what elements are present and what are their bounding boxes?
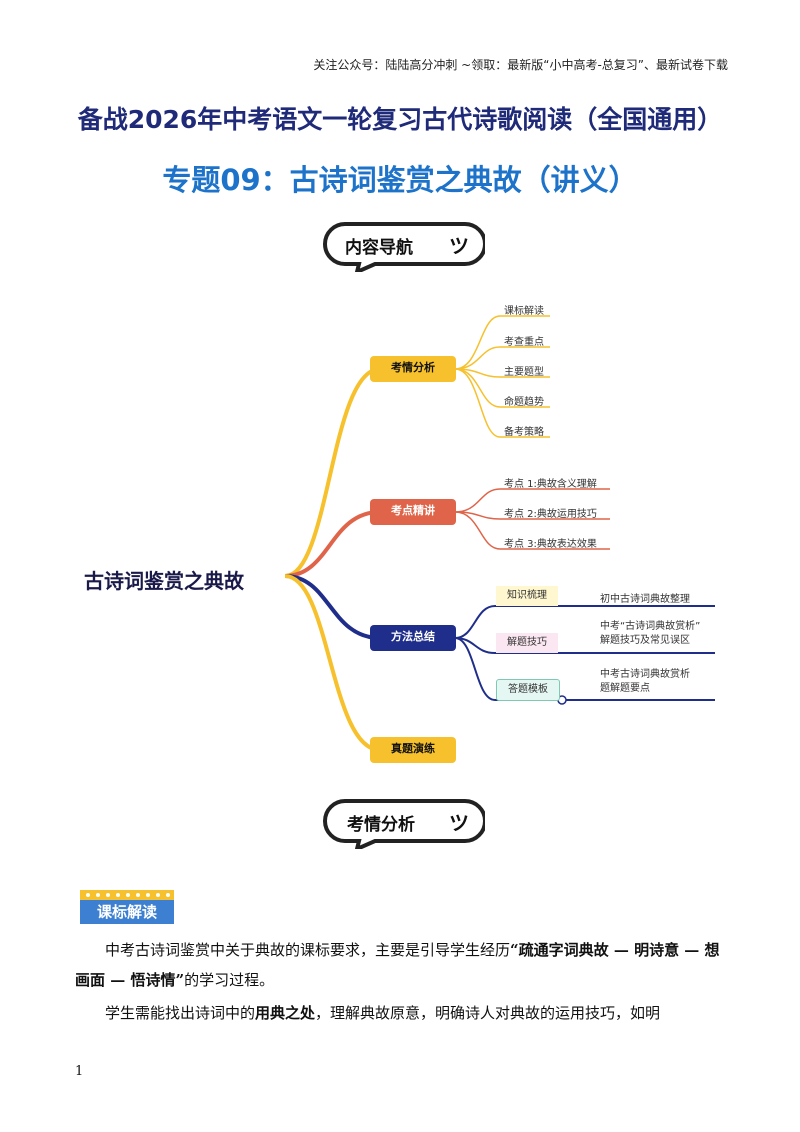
spark-icon: ツ bbox=[449, 234, 469, 258]
banner-label: 考情分析 bbox=[347, 815, 415, 835]
node-exam-focus: 考查重点 bbox=[504, 337, 544, 348]
node-point-3: 考点 3:典故表达效果 bbox=[504, 539, 597, 550]
paragraph-1: 中考古诗词鉴赏中关于典故的课标要求，主要是引导学生经历“疏通字词典故 — 明诗意… bbox=[75, 935, 725, 995]
mind-map-connectors bbox=[284, 315, 715, 752]
banner-shape bbox=[323, 799, 487, 853]
tag-techniques: 解题技巧 bbox=[496, 633, 558, 653]
document-title: 备战2026年中考语文一轮复习古代诗歌阅读（全国通用） bbox=[77, 105, 723, 134]
para1-text: 中考古诗词鉴赏中关于典故的课标要求，主要是引导学生经历 bbox=[105, 941, 511, 959]
spark-icon: ツ bbox=[449, 811, 469, 835]
node-point-2: 考点 2:典故运用技巧 bbox=[504, 509, 597, 520]
node-point-1: 考点 1:典故含义理解 bbox=[504, 479, 597, 490]
node-curriculum-reading: 课标解读 bbox=[504, 306, 544, 317]
branch-method-summary: 方法总结 bbox=[370, 625, 456, 651]
tag-knowledge: 知识梳理 bbox=[496, 586, 558, 606]
mind-map-central-topic: 古诗词鉴赏之典故 bbox=[84, 569, 244, 593]
node-template-text: 中考古诗词典故赏析 题解题要点 bbox=[600, 669, 690, 694]
para1-emphasis: “疏通字词典故 — 明诗意 — 想画面 — 悟诗情” bbox=[75, 941, 720, 989]
para1-text-end: 的学习过程。 bbox=[184, 971, 275, 989]
mind-map: 古诗词鉴赏之典故 考情分析 考点精讲 方法总结 真题演练 课标解读 考查重点 主… bbox=[0, 290, 800, 780]
node-strategy: 备考策略 bbox=[504, 427, 544, 438]
tag-answer-template: 答题模板 bbox=[496, 679, 560, 701]
section-tag-bg bbox=[80, 890, 174, 924]
banner-shape bbox=[323, 222, 487, 276]
para2-emphasis: 用典之处 bbox=[255, 1004, 316, 1022]
branch-real-exam-practice: 真题演练 bbox=[370, 737, 456, 763]
page-number: 1 bbox=[75, 1064, 84, 1079]
node-trends: 命题趋势 bbox=[504, 397, 544, 408]
node-knowledge-text: 初中古诗词典故整理 bbox=[600, 594, 690, 605]
node-techniques-text: 中考“古诗词典故赏析” 解题技巧及常见误区 bbox=[600, 621, 701, 646]
header-note: 关注公众号：陆陆高分冲刺 ~领取：最新版“小中高考-总复习”、最新试卷下载 bbox=[313, 58, 728, 72]
document-subtitle: 专题09：古诗词鉴赏之典故（讲义） bbox=[162, 163, 638, 197]
paragraph-2: 学生需能找出诗词中的用典之处，理解典故原意，明确诗人对典故的运用技巧，如明 bbox=[75, 998, 725, 1028]
content-nav-banner: 内容导航 ツ bbox=[315, 220, 487, 276]
para2-text-end: ，理解典故原意，明确诗人对典故的运用技巧，如明 bbox=[315, 1004, 661, 1022]
section-tag-label: 课标解读 bbox=[96, 903, 157, 921]
node-question-types: 主要题型 bbox=[504, 367, 544, 378]
branch-key-points: 考点精讲 bbox=[370, 499, 456, 525]
banner-label: 内容导航 bbox=[345, 238, 413, 258]
section-tag: 课标解读 bbox=[80, 890, 174, 924]
exam-analysis-banner: 考情分析 ツ bbox=[315, 797, 487, 853]
branch-exam-analysis: 考情分析 bbox=[370, 356, 456, 382]
para2-text: 学生需能找出诗词中的 bbox=[105, 1004, 256, 1022]
